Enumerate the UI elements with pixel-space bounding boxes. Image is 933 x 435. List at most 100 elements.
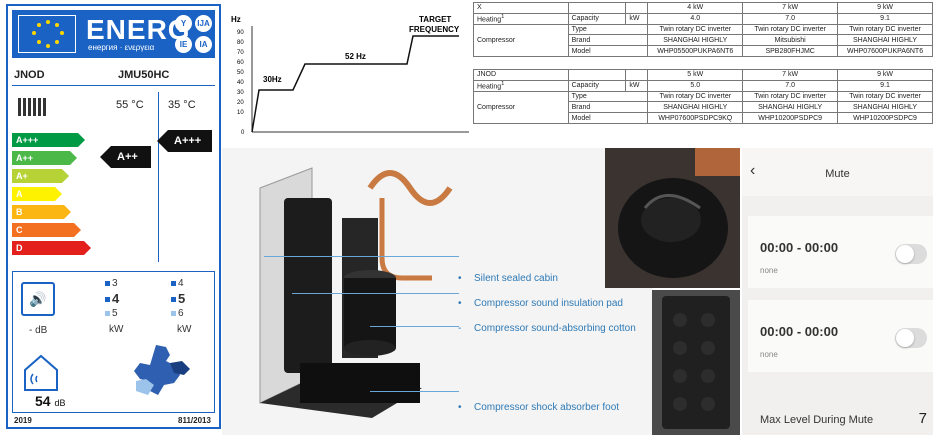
callout-text: Compressor sound insulation pad (474, 298, 623, 309)
energy-class-bar: D (12, 241, 91, 255)
bullet: • (458, 298, 462, 309)
table-row: Compressor Type Twin rotary DC inverter … (473, 23, 933, 57)
table-row: Compressor Type Twin rotary DC inverter … (473, 90, 933, 124)
y-tick-label: 40 (237, 80, 244, 86)
table-cell (567, 69, 627, 81)
rating-arrow-35c: A+++ (157, 130, 212, 152)
lang-badge: IE (175, 36, 192, 53)
table-cell (625, 69, 649, 81)
energy-class-bar: C (12, 223, 81, 237)
y-tick-label: 60 (237, 60, 244, 66)
schedule-repeat: none (760, 266, 778, 275)
table-cell: WHP10200PSDPC9 (742, 112, 839, 124)
table-cell: 9 kW (837, 69, 933, 81)
table-cell: SHANGHAI HIGHLY (837, 101, 933, 114)
bullet: - (458, 323, 462, 334)
mute-schedule-item[interactable]: 00:00 - 00:00 none (748, 216, 933, 288)
y-tick-label: 70 (237, 50, 244, 56)
y-tick-label: 10 (237, 110, 244, 116)
insulation-pad-photo (652, 290, 740, 435)
eu-flag-icon (18, 15, 76, 53)
table-cell: 7 kW (742, 2, 839, 14)
schedule-time: 00:00 - 00:00 (760, 240, 839, 255)
y-tick-label: 0 (241, 130, 245, 136)
table-cell: 7.0 (742, 79, 839, 92)
table-cell: Mitsubishi (742, 34, 839, 47)
temp-low: 35 °C (168, 99, 196, 111)
table-cell: SPB280FHJMC (742, 45, 839, 57)
lang-badge: IA (195, 36, 212, 53)
table-row: JNOD 5 kW 7 kW 9 kW (473, 69, 933, 81)
schedule-toggle[interactable] (895, 244, 927, 264)
table-row: Model WHP05500PUKPA6NT6 SPB280FHJMC WHP0… (474, 45, 933, 57)
label-regulation: 811/2013 (178, 416, 211, 425)
freq-label-30hz: 30Hz (263, 75, 282, 84)
table-cell: Brand (567, 101, 649, 114)
supplier-name: JNOD (14, 69, 45, 81)
table-cell: Twin rotary DC inverter (742, 90, 839, 103)
max-level-label: Max Level During Mute (760, 414, 874, 426)
table-cell: WHP10200PSDPC9 (837, 112, 933, 124)
climate-level: 6 (171, 308, 184, 319)
page-title: Mute (825, 168, 850, 180)
sound-indoor-value: - dB (29, 325, 48, 336)
table-cell: 4 kW (647, 2, 744, 14)
table-cell: SHANGHAI HIGHLY (742, 101, 839, 114)
divider (12, 85, 215, 86)
callout-line (370, 391, 459, 392)
y-tick-label: 80 (237, 40, 244, 46)
y-ticks: 90 80 70 60 50 40 30 20 10 0 (237, 30, 245, 136)
table-cell: Heating1 (473, 79, 569, 92)
table-row: X 4 kW 7 kW 9 kW (473, 2, 933, 14)
climate-level: 5 (105, 308, 118, 319)
table-cell: Type (567, 90, 649, 103)
climate-level: 4 (105, 291, 119, 306)
insulation-pad-image (652, 290, 740, 435)
climate-unit: kW (109, 324, 124, 335)
rating-arrow-55c: A++ (100, 146, 151, 168)
max-level-value[interactable]: 7 (918, 410, 927, 427)
schedule-toggle[interactable] (895, 328, 927, 348)
climate-level: 4 (171, 278, 184, 289)
table-cell: kW (625, 12, 649, 25)
energy-class-bar: A (12, 187, 62, 201)
model-name: JMU50HC (118, 69, 170, 81)
table-cell: Compressor (473, 23, 569, 57)
compressor-cabinet-drawing (259, 167, 453, 418)
table-cell: Twin rotary DC inverter (837, 23, 933, 36)
table-cell: Model (567, 45, 649, 57)
table-cell: 9.1 (837, 12, 933, 25)
table-cell: 5.0 (647, 79, 744, 92)
energy-class-bar: A+++ (12, 133, 85, 147)
bullet: • (458, 402, 462, 413)
lang-badge: Y (175, 15, 192, 32)
table-cell: 9 kW (837, 2, 933, 14)
table-cell: Twin rotary DC inverter (647, 23, 744, 36)
callout-text: Compressor shock absorber foot (474, 402, 620, 413)
lang-badge: IJA (195, 15, 212, 32)
callout-line (264, 256, 459, 257)
table-cell: Type (567, 23, 649, 36)
callout-line (292, 293, 459, 294)
sound-outdoor-value: 54 dB (35, 393, 66, 409)
frequency-chart: Hz 90 80 70 60 50 40 30 20 10 0 30Hz 52 … (231, 15, 469, 136)
compressor-table-1: X 4 kW 7 kW 9 kW Heating1 Capacity kW 4.… (473, 2, 933, 57)
y-axis-unit: Hz (231, 15, 241, 24)
table-row: Heating1 Capacity kW 5.0 7.0 9.1 (473, 79, 933, 92)
y-tick-label: 50 (237, 70, 244, 76)
table-cell: Heating1 (473, 12, 569, 25)
bullet: • (458, 273, 462, 284)
energy-label: ENERG енергия · ενεργεια Y IJA IE IA JNO… (6, 4, 221, 429)
table-cell: kW (625, 79, 649, 92)
table-cell: WHP07600PUKPA6NT6 (837, 45, 933, 57)
table-cell: 4.0 (647, 12, 744, 25)
house-sound-icon (24, 354, 58, 391)
energy-logo-subtext: енергия · ενεργεια (88, 43, 155, 52)
chevron-left-icon[interactable]: ‹ (750, 162, 756, 179)
table-cell: JNOD (473, 69, 569, 81)
table-cell: Compressor (473, 90, 569, 124)
mute-schedule-item[interactable]: 00:00 - 00:00 none (748, 300, 933, 372)
temp-high: 55 °C (116, 99, 144, 111)
sound-section: 🔊 - dB 3 4 5 kW 4 5 6 kW 54 dB (12, 271, 215, 413)
compressor-photo (605, 148, 740, 288)
